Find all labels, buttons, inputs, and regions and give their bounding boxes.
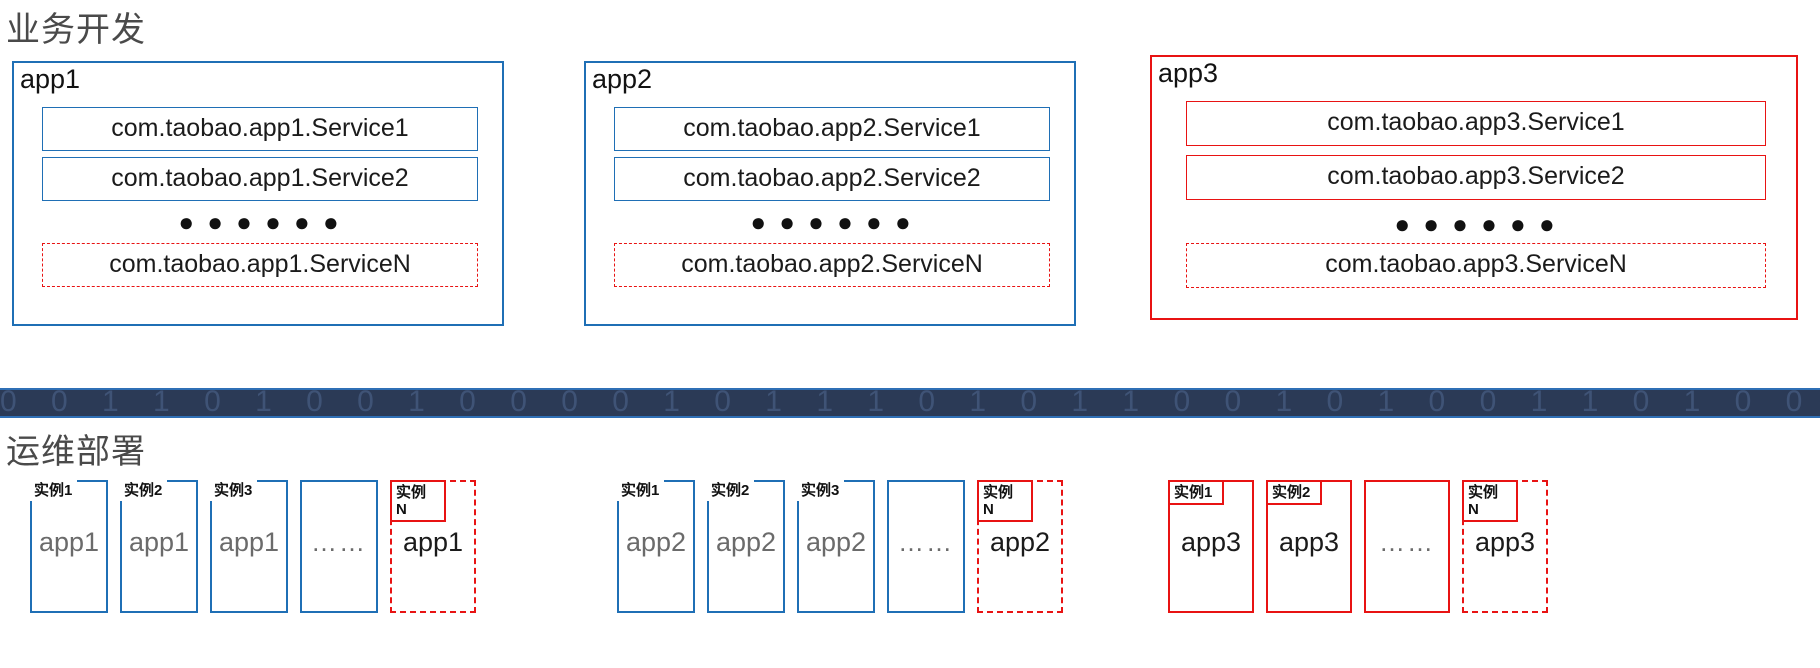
service-box-app2-service1[interactable]: com.taobao.app2.Service1 <box>614 107 1050 151</box>
instance-box-app3-2[interactable]: 实例2 app3 <box>1266 480 1352 613</box>
instance-label-app2-n: app2 <box>989 527 1051 557</box>
service-ellipsis-app2: ● ● ● ● ● ● <box>750 207 914 237</box>
instance-label-app1-1: app1 <box>38 527 100 557</box>
instance-label-app2-3: app2 <box>805 527 867 557</box>
instance-tag-app1-n: 实例 N <box>390 480 446 522</box>
instance-tag-app1-3: 实例3 <box>210 480 258 501</box>
instance-tag-app3-1: 实例1 <box>1168 480 1224 505</box>
service-list-app1: com.taobao.app1.Service1 com.taobao.app1… <box>14 107 502 293</box>
service-box-app1-servicen[interactable]: com.taobao.app1.ServiceN <box>42 243 478 287</box>
service-list-app2: com.taobao.app2.Service1 com.taobao.app2… <box>586 107 1074 293</box>
instance-tag-app2-1: 实例1 <box>617 480 665 501</box>
instance-label-app2-1: app2 <box>625 527 687 557</box>
instance-label-app1-3: app1 <box>218 527 280 557</box>
service-ellipsis-app3: ● ● ● ● ● ● <box>1394 209 1558 239</box>
app-title-app2: app2 <box>592 64 653 94</box>
instance-ellipsis-app3: …… <box>1379 527 1435 557</box>
instance-box-app1-1[interactable]: 实例1 app1 <box>30 480 108 613</box>
service-box-app2-servicen[interactable]: com.taobao.app2.ServiceN <box>614 243 1050 287</box>
instance-group-app3: 实例1 app3 实例2 app3 …… 实例 N app3 <box>1168 480 1560 620</box>
instance-box-app2-3[interactable]: 实例3 app2 <box>797 480 875 613</box>
instance-label-app2-2: app2 <box>715 527 777 557</box>
instance-box-app3-n[interactable]: 实例 N app3 <box>1462 480 1548 613</box>
instance-tag-app2-n: 实例 N <box>977 480 1033 522</box>
instance-box-app3-1[interactable]: 实例1 app3 <box>1168 480 1254 613</box>
instance-box-app3-more: …… <box>1364 480 1450 613</box>
instance-tag-app2-2: 实例2 <box>707 480 755 501</box>
app-container-app1: app1 com.taobao.app1.Service1 com.taobao… <box>12 61 504 326</box>
service-list-app3: com.taobao.app3.Service1 com.taobao.app3… <box>1152 101 1796 297</box>
instance-box-app2-2[interactable]: 实例2 app2 <box>707 480 785 613</box>
instance-box-app1-n[interactable]: 实例 N app1 <box>390 480 476 613</box>
service-box-app1-service2[interactable]: com.taobao.app1.Service2 <box>42 157 478 201</box>
binary-digits-text: 0 0 1 1 0 1 0 0 1 0 0 0 0 1 0 1 1 1 0 1 … <box>0 388 1820 418</box>
business-development-title: 业务开发 <box>6 11 146 49</box>
instance-ellipsis-app2: …… <box>898 527 954 557</box>
instance-box-app1-more: …… <box>300 480 378 613</box>
instance-box-app1-3[interactable]: 实例3 app1 <box>210 480 288 613</box>
instance-tag-app1-2: 实例2 <box>120 480 168 501</box>
service-ellipsis-app1: ● ● ● ● ● ● <box>178 207 342 237</box>
instance-label-app3-1: app3 <box>1180 527 1242 557</box>
instance-tag-app3-n: 实例 N <box>1462 480 1518 522</box>
app-container-app2: app2 com.taobao.app2.Service1 com.taobao… <box>584 61 1076 326</box>
instance-box-app2-1[interactable]: 实例1 app2 <box>617 480 695 613</box>
app-title-app1: app1 <box>20 64 81 94</box>
instance-tag-app3-2: 实例2 <box>1266 480 1322 505</box>
instance-box-app2-more: …… <box>887 480 965 613</box>
service-box-app1-service1[interactable]: com.taobao.app1.Service1 <box>42 107 478 151</box>
instance-box-app1-2[interactable]: 实例2 app1 <box>120 480 198 613</box>
service-box-app3-servicen[interactable]: com.taobao.app3.ServiceN <box>1186 243 1766 288</box>
ops-deployment-title: 运维部署 <box>6 433 146 471</box>
service-box-app2-service2[interactable]: com.taobao.app2.Service2 <box>614 157 1050 201</box>
instance-ellipsis-app1: …… <box>311 527 367 557</box>
service-box-app3-service2[interactable]: com.taobao.app3.Service2 <box>1186 155 1766 200</box>
instance-label-app3-n: app3 <box>1474 527 1536 557</box>
instance-label-app1-n: app1 <box>402 527 464 557</box>
instance-label-app1-2: app1 <box>128 527 190 557</box>
instance-group-app1: 实例1 app1 实例2 app1 实例3 app1 …… 实例 N app1 <box>30 480 488 620</box>
business-development-area: app1 com.taobao.app1.Service1 com.taobao… <box>0 55 1820 330</box>
instance-label-app3-2: app3 <box>1278 527 1340 557</box>
instance-group-app2: 实例1 app2 实例2 app2 实例3 app2 …… 实例 N app2 <box>617 480 1075 620</box>
instance-tag-app1-1: 实例1 <box>30 480 78 501</box>
binary-separator-band: 0 0 1 1 0 1 0 0 1 0 0 0 0 1 0 1 1 1 0 1 … <box>0 388 1820 418</box>
instance-tag-app2-3: 实例3 <box>797 480 845 501</box>
app-title-app3: app3 <box>1158 58 1219 88</box>
service-box-app3-service1[interactable]: com.taobao.app3.Service1 <box>1186 101 1766 146</box>
instance-box-app2-n[interactable]: 实例 N app2 <box>977 480 1063 613</box>
ops-deployment-area: 实例1 app1 实例2 app1 实例3 app1 …… 实例 N app1 … <box>0 480 1820 668</box>
app-container-app3: app3 com.taobao.app3.Service1 com.taobao… <box>1150 55 1798 320</box>
